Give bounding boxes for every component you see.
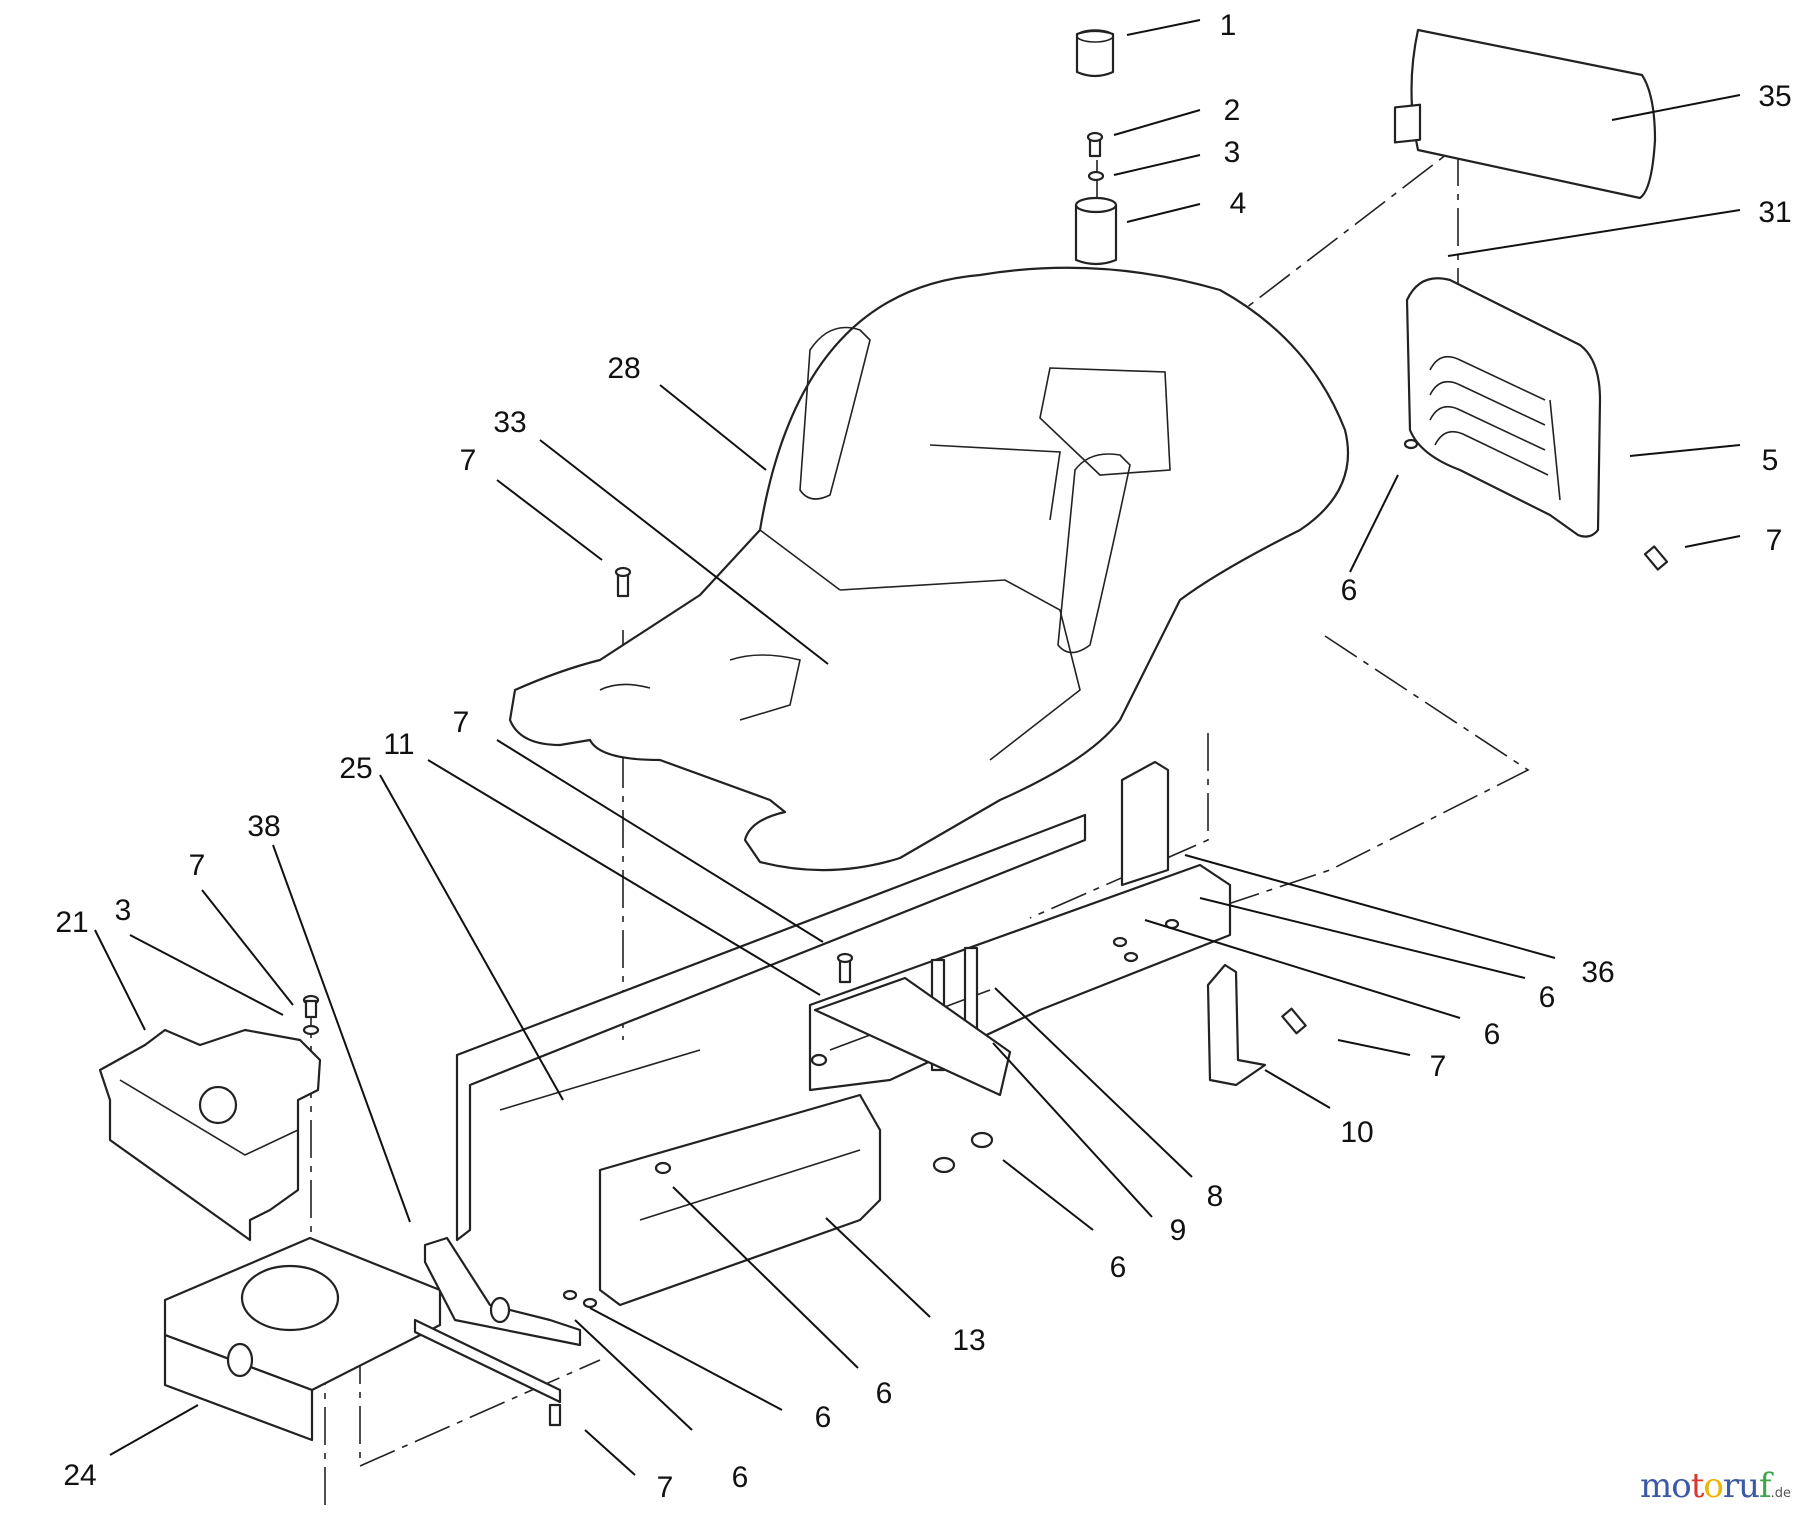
callout-21: 21 — [55, 906, 88, 939]
watermark-logo: motoruf.de — [1640, 1466, 1791, 1506]
watermark-segment: t — [1690, 1466, 1705, 1506]
part-support-bracket — [413, 1236, 582, 1404]
part-screw — [1086, 131, 1104, 158]
callout-7: 7 — [453, 706, 470, 739]
callout-28: 28 — [607, 352, 640, 385]
callout-1: 1 — [1220, 9, 1237, 42]
callout-5: 5 — [1762, 444, 1779, 477]
part-bolt-rear — [1643, 545, 1669, 571]
callout-4: 4 — [1230, 187, 1247, 220]
part-transmission-cover — [98, 1028, 322, 1242]
callout-11: 11 — [383, 728, 414, 761]
watermark-suffix: .de — [1770, 1486, 1792, 1501]
callout-2: 2 — [1224, 94, 1241, 127]
part-spacer-tube — [1074, 196, 1118, 266]
part-nuts-front — [562, 1289, 598, 1309]
part-nut-rear — [1403, 438, 1419, 450]
part-knob — [1075, 29, 1115, 78]
callout-24: 24 — [63, 1459, 96, 1492]
part-transmission-plate — [163, 1236, 442, 1442]
callout-31: 31 — [1758, 196, 1791, 229]
callout-6: 6 — [876, 1377, 893, 1410]
watermark-segment: o — [1703, 1466, 1724, 1506]
part-bracket-upper — [1120, 760, 1170, 887]
part-bolt-pan-left — [614, 566, 632, 598]
callout-9: 9 — [1170, 1214, 1187, 1247]
part-rear-cover — [1405, 277, 1602, 538]
callout-36: 36 — [1581, 956, 1614, 989]
part-washer-lower — [302, 1024, 320, 1036]
callout-6: 6 — [1539, 981, 1556, 1014]
part-decal-strip — [1410, 28, 1657, 200]
watermark-segment: f — [1759, 1466, 1772, 1506]
callout-3: 3 — [115, 894, 132, 927]
callout-33: 33 — [493, 406, 526, 439]
callout-35: 35 — [1758, 80, 1791, 113]
callout-7: 7 — [657, 1471, 674, 1504]
part-studs — [813, 946, 1012, 1097]
callout-10: 10 — [1340, 1116, 1373, 1149]
part-small-decal — [1393, 103, 1422, 144]
callout-7: 7 — [1430, 1050, 1447, 1083]
watermark-segment: ru — [1722, 1466, 1760, 1506]
watermark-segment: mo — [1640, 1466, 1692, 1506]
part-frame-rails — [455, 813, 1232, 1307]
leader-lines — [94, 19, 1741, 1476]
part-bracket-lower — [1206, 963, 1267, 1087]
callout-6: 6 — [1110, 1251, 1127, 1284]
callout-13: 13 — [952, 1324, 985, 1357]
callout-6: 6 — [732, 1461, 749, 1494]
callout-25: 25 — [339, 752, 372, 785]
callout-labels: 1 2 3 4 35 31 28 33 7 5 7 6 7 25 11 38 7… — [55, 9, 1791, 1504]
part-washer-top — [1087, 170, 1105, 182]
callout-6: 6 — [1341, 574, 1358, 607]
part-fender-pan — [508, 266, 1350, 872]
callout-7: 7 — [460, 444, 477, 477]
callout-7: 7 — [1766, 524, 1783, 557]
callout-6: 6 — [815, 1401, 832, 1434]
callout-6: 6 — [1484, 1018, 1501, 1051]
callout-8: 8 — [1207, 1180, 1224, 1213]
callout-7: 7 — [189, 849, 206, 882]
part-nuts-right — [1112, 918, 1180, 963]
part-nuts-center — [654, 1053, 994, 1175]
part-bolts-frame — [302, 952, 1307, 1427]
callout-38: 38 — [247, 810, 280, 843]
callout-3: 3 — [1224, 136, 1241, 169]
